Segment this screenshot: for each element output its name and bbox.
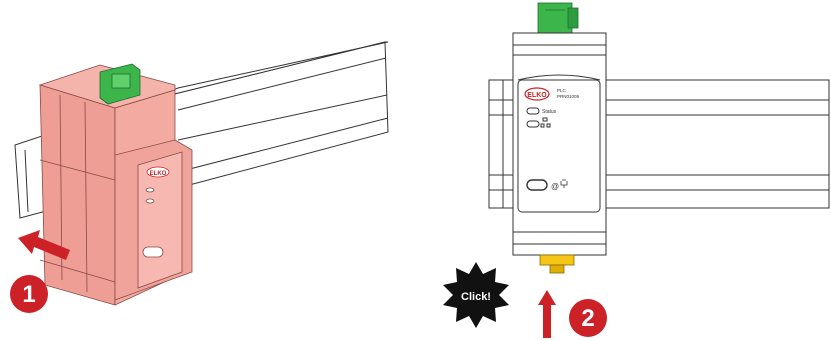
device-logo-step2: ELKO bbox=[527, 92, 547, 99]
step2-panel: ELKO PLC PRN01009 Status @ Click! 2 bbox=[443, 3, 829, 338]
wps-label: @ bbox=[551, 182, 559, 191]
push-arrow-step2 bbox=[538, 290, 556, 338]
step1-panel: ELKO 1 bbox=[10, 42, 388, 313]
click-burst: Click! bbox=[443, 262, 509, 328]
status-led-label: Status bbox=[542, 109, 557, 115]
click-label: Click! bbox=[461, 291, 491, 303]
device-model-code: PRN01009 bbox=[557, 94, 580, 99]
device-model: PLC bbox=[557, 88, 567, 93]
step2-number: 2 bbox=[581, 305, 594, 332]
step1-number: 1 bbox=[22, 281, 35, 308]
device-logo-step1: ELKO bbox=[150, 171, 167, 177]
din-latch bbox=[540, 255, 574, 273]
green-connector-step2 bbox=[538, 3, 578, 33]
device-front-step2 bbox=[513, 33, 606, 255]
step2-badge: 2 bbox=[569, 299, 607, 337]
step1-badge: 1 bbox=[10, 275, 48, 313]
